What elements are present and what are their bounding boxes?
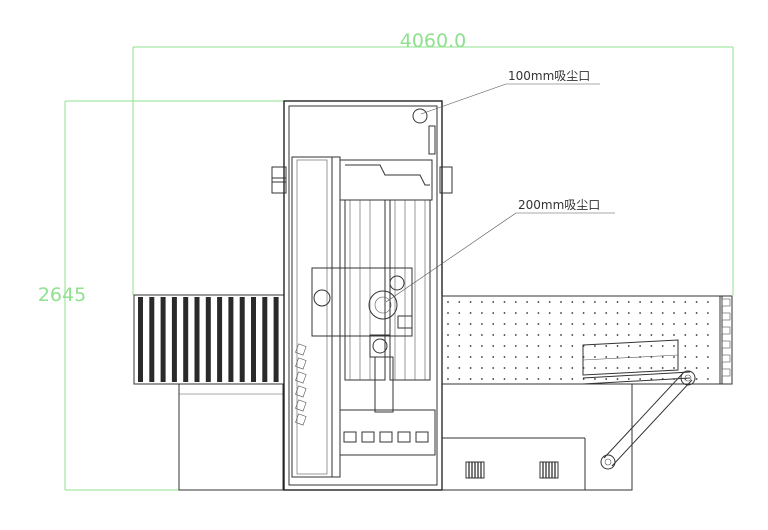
lower-cabinet xyxy=(441,383,633,491)
dust-port-100-circle xyxy=(412,108,428,124)
gantry-assembly xyxy=(291,156,436,478)
dust-port-100-label: 100mm吸尘口 xyxy=(508,69,590,83)
dust-port-200-circle xyxy=(368,290,398,320)
right-worktable xyxy=(441,295,733,470)
dust-port-annotations: 100mm吸尘口 200mm吸尘口 xyxy=(385,69,615,303)
feed-roller-conveyor xyxy=(133,294,285,491)
dust-port-200-label: 200mm吸尘口 xyxy=(518,198,600,212)
width-dimension-label: 4060.0 xyxy=(400,30,466,52)
dimension-lines xyxy=(64,46,734,491)
height-dimension-label: 2645 xyxy=(38,284,86,306)
